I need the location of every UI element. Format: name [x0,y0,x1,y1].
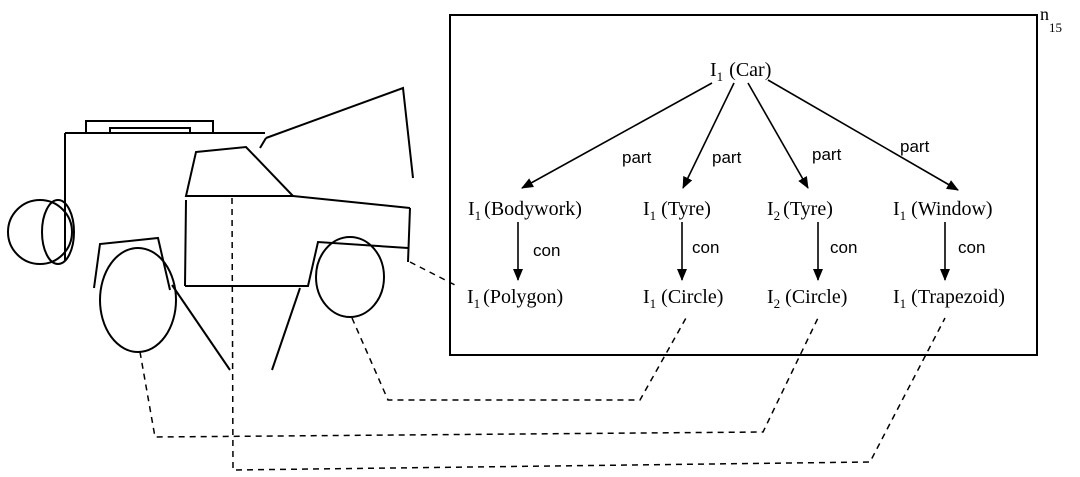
step-left [172,285,230,370]
frame-label-main: n [1040,4,1049,24]
rear-wheel [100,248,176,352]
car-drawing [8,88,413,370]
step-right [272,288,300,370]
label-con-4: con [958,238,985,257]
label-part-3: part [812,145,842,164]
node-bodywork: I1(Bodywork) [468,198,582,223]
dash-frontwheel-circle1 [352,318,686,400]
window-trapezoid [186,147,293,196]
door-line [185,200,186,286]
label-con-2: con [692,238,719,257]
spare-tyre-outer [8,200,72,264]
relation-arrows [518,80,958,280]
front-wheel [316,237,384,317]
node-trapezoid: I1(Trapezoid) [893,286,1005,311]
node-tyre-1: I1(Tyre) [643,198,711,223]
label-con-3: con [830,238,857,257]
hood-line [293,196,410,208]
node-window: I1(Window) [893,198,993,223]
node-tyre-2: I2(Tyre) [767,198,833,223]
spare-tyre-inner [42,200,74,264]
label-con-1: con [533,241,560,260]
body-front [408,208,410,262]
correspondence-lines [140,198,945,470]
label-part-1: part [622,148,652,167]
graph-nodes: I1(Car) I1(Bodywork) I1(Tyre) I2(Tyre) I… [467,59,1005,311]
label-part-2: part [712,148,742,167]
arrow-car-tyre1 [683,83,734,188]
arrow-car-window [768,80,958,190]
frame-label-sub: 15 [1049,20,1062,35]
body-bottom [94,238,170,290]
dash-body-polygon [410,262,455,285]
hood-lid [260,88,413,178]
node-polygon: I1(Polygon) [467,286,563,311]
label-part-4: part [900,137,930,156]
node-circle-2: I2(Circle) [767,286,847,311]
node-car: I1(Car) [710,59,771,84]
node-circle-1: I1(Circle) [643,286,723,311]
dash-rearwheel-circle2 [140,318,818,437]
frame-label: n15 [1040,4,1062,35]
arrow-car-bodywork [522,83,712,188]
